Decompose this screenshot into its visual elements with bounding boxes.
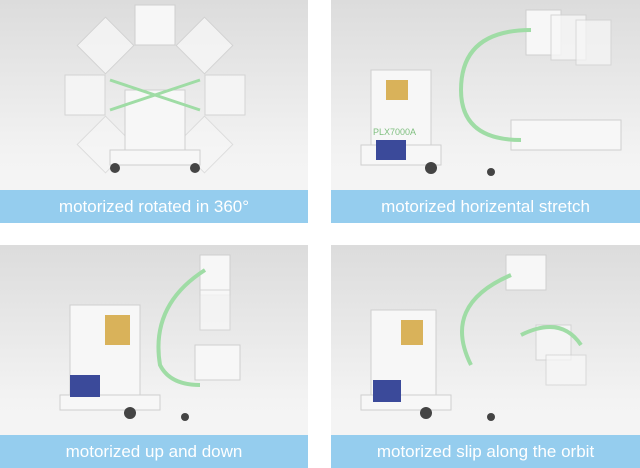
c-arm-up-down-image xyxy=(59,254,241,421)
device-label: PLX7000A xyxy=(373,127,416,137)
panel-up-down: motorized up and down xyxy=(0,245,308,468)
caption: motorized rotated in 360° xyxy=(0,190,308,223)
c-arm-orbit-image xyxy=(360,254,587,421)
caption: motorized up and down xyxy=(0,435,308,468)
panel-rotation: motorized rotated in 360° xyxy=(0,0,308,223)
panel-orbit-slip: motorized slip along the orbit xyxy=(331,245,640,468)
caption: motorized slip along the orbit xyxy=(331,435,640,468)
caption: motorized horizental stretch xyxy=(331,190,640,223)
c-arm-rotation-image xyxy=(64,4,246,174)
panel-horizontal-stretch: PLX7000A motorized horizental stretch xyxy=(331,0,640,223)
c-arm-stretch-image: PLX7000A xyxy=(360,9,622,176)
